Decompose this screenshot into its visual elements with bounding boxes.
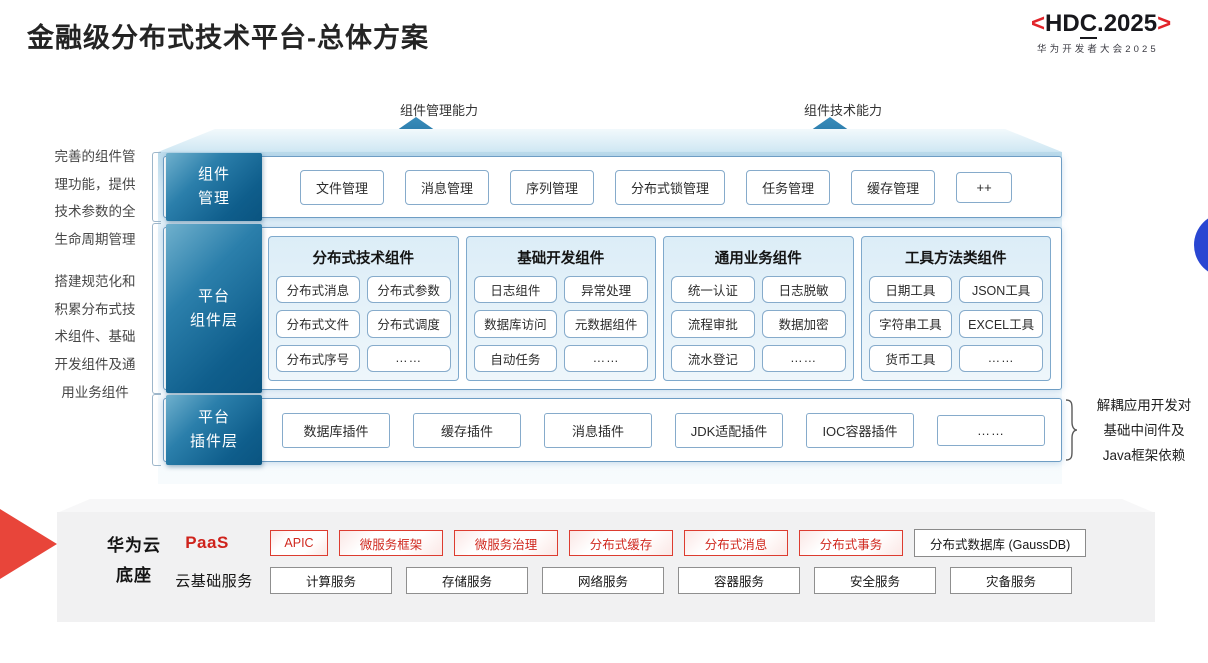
component-cell: 数据加密 bbox=[761, 310, 846, 338]
paas-chip: 分布式事务 bbox=[799, 530, 903, 556]
component-cell: 元数据组件 bbox=[564, 310, 648, 338]
hdc-logo: <HDC.2025> 华为开发者大会2025 bbox=[1031, 10, 1208, 55]
management-chip: 任务管理 bbox=[746, 169, 831, 205]
component-cell: JSON工具 bbox=[959, 276, 1043, 304]
management-chip: 消息管理 bbox=[405, 169, 490, 205]
component-cell: 自动任务 bbox=[473, 344, 558, 372]
paas-chip: 微服务框架 bbox=[339, 530, 443, 556]
component-group-basic-dev: 基础开发组件 日志组件异常处理数据库访问元数据组件自动任务…… bbox=[465, 236, 656, 381]
iaas-label: 云基础服务 bbox=[175, 572, 253, 590]
row-label-platform-components: 平台 组件层 bbox=[166, 224, 262, 393]
right-brace-icon bbox=[1065, 399, 1078, 461]
component-management-items: 文件管理消息管理序列管理分布式锁管理任务管理缓存管理 ++ bbox=[276, 157, 1053, 217]
plugin-chip: …… bbox=[937, 414, 1045, 446]
plugin-chip: 缓存插件 bbox=[413, 412, 521, 448]
management-chip: 文件管理 bbox=[300, 169, 385, 205]
paas-chip: 微服务治理 bbox=[454, 530, 558, 556]
component-cell: 日期工具 bbox=[868, 276, 953, 304]
iaas-chip: 灾备服务 bbox=[950, 566, 1072, 594]
management-chip: 缓存管理 bbox=[851, 169, 936, 205]
component-cell: 分布式参数 bbox=[366, 276, 451, 304]
component-cell: …… bbox=[959, 344, 1043, 372]
component-group-common-business: 通用业务组件 统一认证日志脱敏流程审批数据加密流水登记…… bbox=[663, 236, 854, 381]
paas-label: PaaS bbox=[185, 533, 229, 552]
foundation-top-face bbox=[57, 499, 1155, 513]
row-label-platform-plugins: 平台 插件层 bbox=[166, 395, 262, 465]
component-cell: 日志脱敏 bbox=[761, 276, 846, 304]
paas-chip: APIC bbox=[270, 530, 328, 556]
paas-row: PaaS APIC 微服务框架微服务治理分布式缓存分布式消息分布式事务 分布式数据… bbox=[170, 529, 1087, 557]
component-cell: 统一认证 bbox=[671, 276, 755, 304]
right-note-decoupling: 解耦应用开发对 基础中间件及 Java框架依赖 bbox=[1096, 398, 1192, 463]
component-cell: 数据库访问 bbox=[473, 310, 558, 338]
left-note-management: 完善的组件管 理功能，提供 技术参数的全 生命周期管理 bbox=[54, 149, 136, 248]
plugin-chip: JDK适配插件 bbox=[675, 412, 783, 448]
plugin-chip: 消息插件 bbox=[544, 412, 652, 448]
left-note-components: 搭建规范化和 积累分布式技 术组件、基础 开发组件及通 用业务组件 bbox=[54, 274, 136, 400]
component-cell: 异常处理 bbox=[564, 276, 648, 304]
component-cell: …… bbox=[564, 344, 648, 372]
component-cell: 字符串工具 bbox=[868, 310, 953, 338]
iaas-row: 云基础服务 计算服务存储服务网络服务容器服务安全服务灾备服务 bbox=[170, 566, 1072, 594]
iaas-chip: 安全服务 bbox=[814, 566, 936, 594]
component-cell: 流程审批 bbox=[671, 310, 755, 338]
plugin-chip: IOC容器插件 bbox=[806, 412, 914, 448]
page-title: 金融级分布式技术平台-总体方案 bbox=[27, 23, 429, 53]
component-cell: …… bbox=[761, 344, 846, 372]
capability-label-technical: 组件技术能力 bbox=[803, 103, 882, 118]
iaas-chip: 计算服务 bbox=[270, 566, 392, 594]
component-cell: 分布式序号 bbox=[276, 344, 360, 372]
red-arrow-icon bbox=[0, 509, 57, 579]
component-cell: EXCEL工具 bbox=[959, 310, 1043, 338]
iaas-chip: 存储服务 bbox=[406, 566, 528, 594]
component-management-row: 组件 管理 文件管理消息管理序列管理分布式锁管理任务管理缓存管理 ++ bbox=[152, 152, 1062, 222]
plugin-chip: 数据库插件 bbox=[282, 412, 390, 448]
blue-circle-decoration bbox=[1194, 213, 1208, 277]
plugin-items: 数据库插件缓存插件消息插件 JDK适配插件 IOC容器插件 …… bbox=[276, 399, 1045, 461]
group-title: 基础开发组件 bbox=[517, 251, 605, 267]
management-chip: 序列管理 bbox=[510, 169, 595, 205]
hdc-logo-text: <HDC.2025> bbox=[1031, 10, 1172, 39]
platform-component-layer-row: 平台 组件层 分布式技术组件 分布式消息分布式参数分布式文件分布式调度分布式序号… bbox=[152, 223, 1062, 394]
component-group-distributed: 分布式技术组件 分布式消息分布式参数分布式文件分布式调度分布式序号…… bbox=[268, 236, 459, 381]
gaussdb-chip: 分布式数据库 (GaussDB) bbox=[914, 529, 1087, 557]
component-cell: 分布式文件 bbox=[276, 310, 360, 338]
group-grid: 分布式消息分布式参数分布式文件分布式调度分布式序号…… bbox=[276, 276, 451, 372]
paas-items: APIC 微服务框架微服务治理分布式缓存分布式消息分布式事务 bbox=[270, 530, 903, 556]
group-title: 通用业务组件 bbox=[714, 251, 802, 267]
component-cell: …… bbox=[366, 344, 451, 372]
component-cell: 流水登记 bbox=[671, 344, 755, 372]
foundation-label: 华为云 底座 bbox=[107, 536, 161, 585]
capability-label-management: 组件管理能力 bbox=[399, 103, 478, 118]
iaas-chip: 容器服务 bbox=[678, 566, 800, 594]
row-label-component-management: 组件 管理 bbox=[166, 153, 262, 221]
group-grid: 日志组件异常处理数据库访问元数据组件自动任务…… bbox=[473, 276, 648, 372]
management-chip: 分布式锁管理 bbox=[615, 169, 726, 205]
group-title: 工具方法类组件 bbox=[905, 251, 1007, 267]
component-groups: 分布式技术组件 分布式消息分布式参数分布式文件分布式调度分布式序号…… 基础开发… bbox=[268, 236, 1051, 381]
group-grid: 统一认证日志脱敏流程审批数据加密流水登记…… bbox=[671, 276, 846, 372]
component-cell: 日志组件 bbox=[473, 276, 558, 304]
component-cell: 分布式调度 bbox=[366, 310, 451, 338]
platform-band-top-face bbox=[158, 129, 1062, 152]
platform-plugin-layer-row: 平台 插件层 数据库插件缓存插件消息插件 JDK适配插件 IOC容器插件 …… bbox=[152, 394, 1062, 466]
group-title: 分布式技术组件 bbox=[312, 251, 415, 267]
management-chip: ++ bbox=[956, 171, 1013, 203]
component-cell: 货币工具 bbox=[868, 344, 953, 372]
hdc-logo-subtitle: 华为开发者大会2025 bbox=[1037, 44, 1159, 55]
paas-chip: 分布式消息 bbox=[684, 530, 788, 556]
component-cell: 分布式消息 bbox=[276, 276, 360, 304]
iaas-items: 计算服务存储服务网络服务容器服务安全服务灾备服务 bbox=[270, 566, 1072, 594]
iaas-chip: 网络服务 bbox=[542, 566, 664, 594]
paas-chip: 分布式缓存 bbox=[569, 530, 673, 556]
